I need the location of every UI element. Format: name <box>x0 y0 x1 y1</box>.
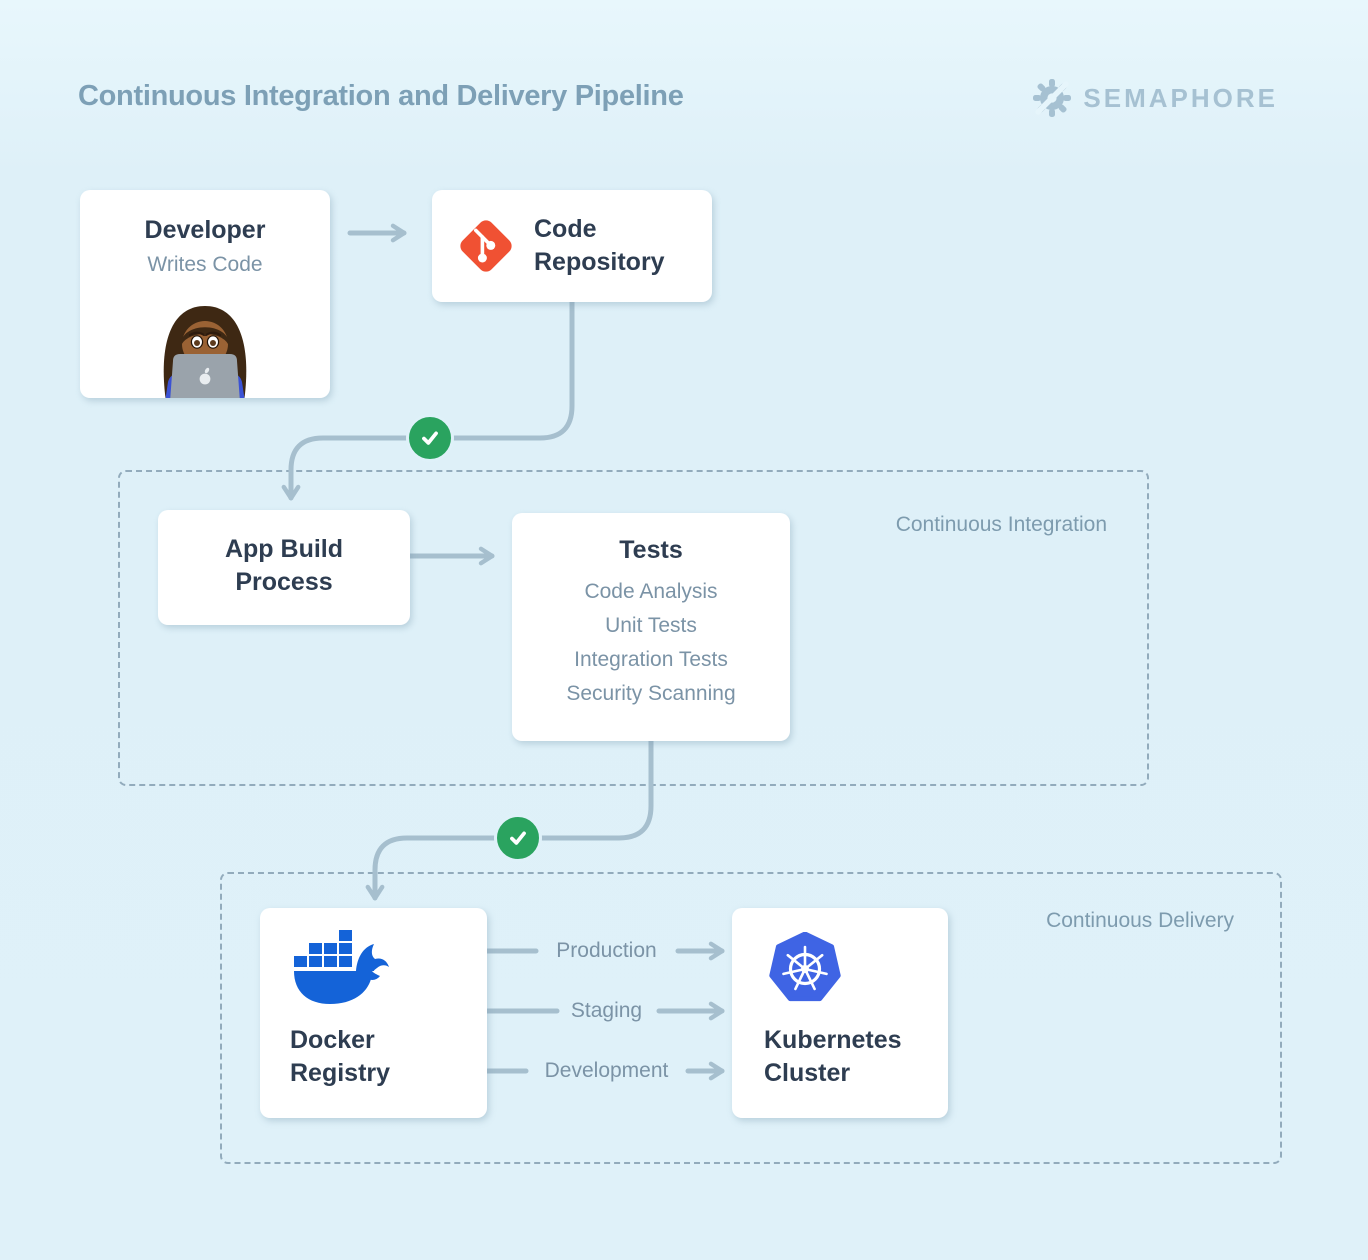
woman-technologist-emoji <box>163 306 247 398</box>
tests-node: Tests Code Analysis Unit Tests Integrati… <box>512 513 790 741</box>
tests-title: Tests <box>619 536 683 564</box>
developer-subtitle: Writes Code <box>147 253 263 276</box>
brand-name: SEMAPHORE <box>1083 82 1278 113</box>
docker-whale-icon <box>292 930 392 1015</box>
development-label: Development <box>544 1059 669 1082</box>
kubernetes-helm-icon <box>768 931 842 1009</box>
staging-label: Staging <box>570 999 643 1022</box>
kubernetes-cluster-title: Kubernetes Cluster <box>764 1026 902 1087</box>
production-label: Production <box>556 939 657 962</box>
developer-node: Developer Writes Code <box>80 190 330 398</box>
tests-item: Integration Tests <box>574 648 728 671</box>
tests-item: Security Scanning <box>566 682 736 705</box>
continuous-delivery-label: Continuous Delivery <box>1046 909 1234 932</box>
semaphore-gear-icon <box>1033 79 1072 117</box>
docker-registry-node: Docker Registry <box>260 908 487 1118</box>
code-repository-title: Code Repository <box>534 215 665 276</box>
page-title: Continuous Integration and Delivery Pipe… <box>78 80 684 112</box>
continuous-delivery-section: Continuous Delivery <box>220 872 1282 1164</box>
git-icon <box>456 216 516 276</box>
kubernetes-cluster-node: Kubernetes Cluster <box>732 908 948 1118</box>
continuous-integration-label: Continuous Integration <box>895 513 1107 536</box>
docker-registry-title: Docker Registry <box>290 1026 391 1087</box>
developer-title: Developer <box>144 216 266 244</box>
code-repository-node: Code Repository <box>432 190 712 302</box>
check-circle-icon <box>494 814 542 862</box>
brand-logo: SEMAPHORE <box>1032 78 1278 118</box>
app-build-title: App Build Process <box>224 535 344 596</box>
check-circle-icon <box>406 414 454 462</box>
tests-item: Code Analysis <box>584 580 718 603</box>
tests-list: Code Analysis Unit Tests Integration Tes… <box>512 575 790 711</box>
tests-item: Unit Tests <box>605 614 697 637</box>
app-build-node: App Build Process <box>158 510 410 625</box>
edge-repo-to-build <box>281 299 575 501</box>
